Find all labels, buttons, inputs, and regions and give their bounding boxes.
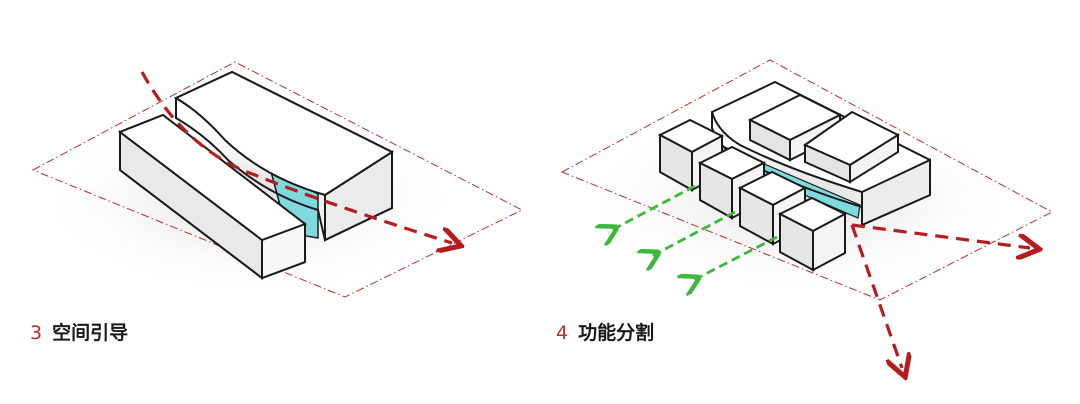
panel-function-division xyxy=(560,59,1054,368)
site-boundary-right xyxy=(560,59,1054,301)
caption-number: 3 xyxy=(30,322,43,344)
caption-function-division: 4 功能分割 xyxy=(556,318,654,345)
long-bar-block xyxy=(117,113,308,281)
caption-title: 空间引导 xyxy=(52,322,129,344)
red-arrow-east xyxy=(851,223,1030,248)
green-arrow-1 xyxy=(608,184,696,232)
caption-number: 4 xyxy=(556,322,569,344)
caption-spatial-guidance: 3 空间引导 xyxy=(30,318,128,345)
guidance-arrow xyxy=(140,71,452,243)
red-arrow-south xyxy=(850,224,902,368)
panel-spatial-guidance xyxy=(31,61,524,298)
large-block xyxy=(173,70,395,242)
cube-4 xyxy=(777,196,848,272)
green-arrow-2 xyxy=(650,210,736,257)
green-arrow-3 xyxy=(690,235,778,282)
caption-title: 功能分割 xyxy=(578,322,655,344)
cube-3 xyxy=(737,170,808,246)
upper-block-right xyxy=(802,110,901,184)
